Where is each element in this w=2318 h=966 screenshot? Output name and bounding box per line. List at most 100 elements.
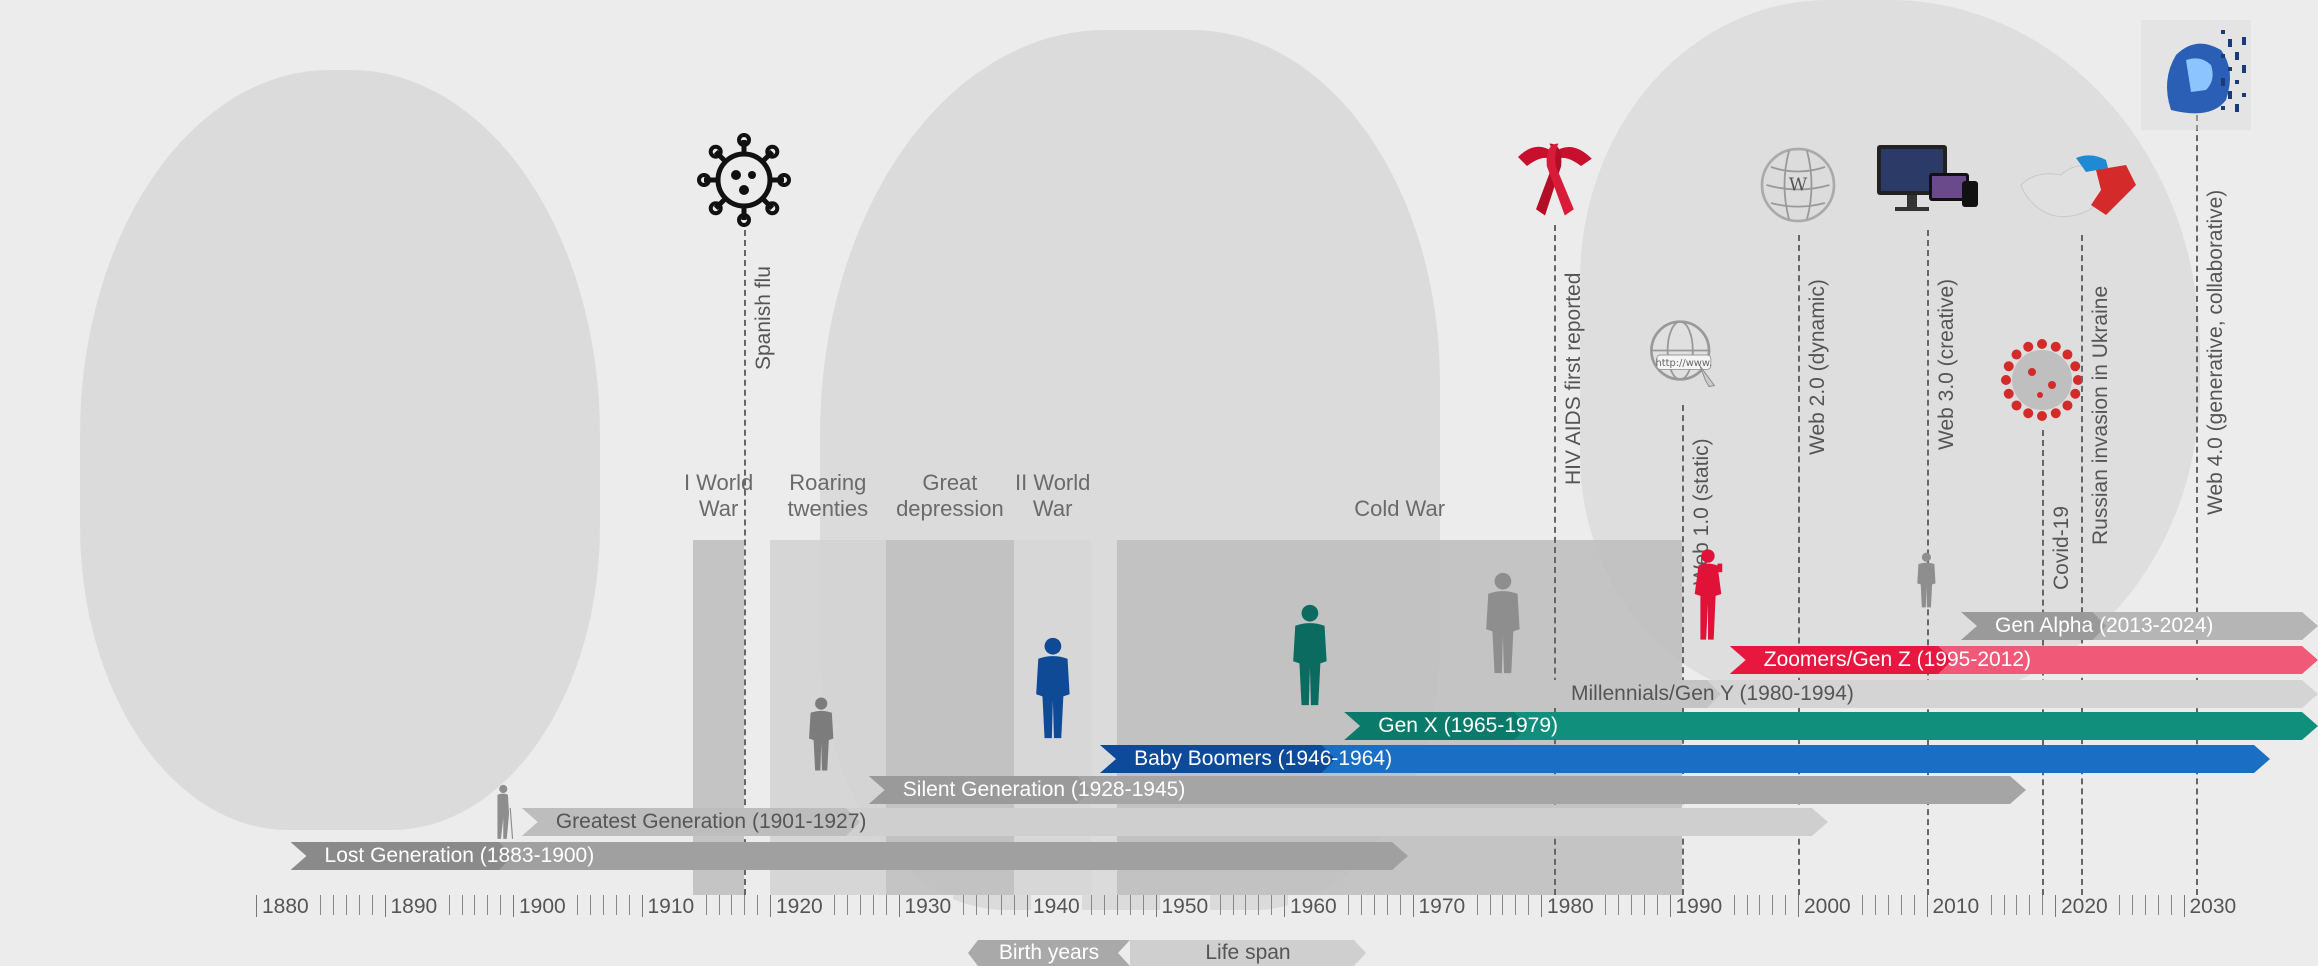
legend-birth-years: Birth years [968, 940, 1130, 966]
person-millennials [1482, 568, 1524, 678]
axis-minor-tick [1990, 895, 1992, 915]
axis-minor-tick [345, 895, 347, 915]
axis-major-tick [1155, 895, 1157, 917]
axis-label-1960: 1960 [1288, 895, 1339, 919]
coronavirus-icon [1997, 335, 2087, 425]
event-line-web-3 [1926, 230, 1929, 895]
axis-minor-tick [333, 895, 335, 915]
event-line-ukraine [2080, 235, 2083, 895]
axis-minor-tick [1489, 895, 1491, 915]
axis-minor-tick [988, 895, 990, 915]
person-boomers [1032, 633, 1074, 743]
period-label-line: I World [683, 470, 754, 495]
gen-bar-label-alpha: Gen Alpha (2013-2024) [1995, 614, 2214, 637]
axis-major-tick [1541, 895, 1542, 917]
event-line-web-2 [1798, 235, 1800, 895]
gen-bar-label-genx: Gen X (1965-1979) [1378, 714, 1559, 737]
axis-minor-tick [1476, 895, 1478, 915]
axis-label-1930: 1930 [902, 895, 954, 919]
axis-minor-tick [1219, 895, 1221, 915]
gen-bar-genx: Gen X (1965-1979) [1344, 712, 2318, 740]
event-line-web-4 [2196, 115, 2199, 895]
person-genx [1289, 600, 1331, 710]
axis-major-tick [2183, 895, 2185, 917]
period-label-line: War [1032, 496, 1073, 521]
axis-minor-tick [371, 895, 373, 915]
legend-birth-years-label: Birth years [998, 941, 1100, 964]
axis-minor-tick [1502, 895, 1504, 915]
event-label-web-3: Web 3.0 (creative) [1934, 278, 1958, 450]
person-lost [489, 782, 514, 840]
gen-bar-birth-lost [291, 842, 513, 870]
period-label-cold-war: Cold War [1320, 496, 1480, 522]
axis-minor-tick [320, 895, 322, 915]
axis-minor-tick [1618, 895, 1620, 915]
red-ribbon-icon [1509, 130, 1599, 220]
axis-label-1900: 1900 [517, 895, 568, 919]
axis-minor-tick [1104, 895, 1106, 915]
gen-bar-genz: Zoomers/Gen Z (1995-2012) [1730, 646, 2318, 674]
axis-minor-tick [757, 895, 759, 915]
axis-minor-tick [1862, 895, 1864, 915]
period-label-line: depression [896, 496, 1004, 521]
axis-minor-tick [2132, 895, 2134, 915]
axis-minor-tick [1348, 895, 1350, 915]
axis-minor-tick [1913, 895, 1915, 915]
axis-minor-tick [1515, 895, 1517, 915]
event-label-covid: Covid-19 [2050, 505, 2074, 590]
axis-minor-tick [1399, 895, 1401, 915]
period-label-line: Great [922, 470, 978, 495]
axis-minor-tick [2029, 895, 2031, 915]
gen-bar-label-greatest: Greatest Generation (1901-1927) [555, 810, 867, 833]
baby-silhouette [80, 70, 600, 830]
axis-major-tick [1284, 895, 1285, 917]
axis-minor-tick [1386, 895, 1388, 915]
axis-label-1890: 1890 [388, 895, 440, 919]
gen-bar-birth-millennials [1537, 680, 1721, 708]
gen-bar-label-lost: Lost Generation (1883-1900) [324, 844, 595, 867]
axis-minor-tick [474, 895, 476, 915]
axis-minor-tick [1759, 895, 1761, 915]
axis-minor-tick [1630, 895, 1632, 915]
gen-bar-alpha: Gen Alpha (2013-2024) [1961, 612, 2318, 640]
axis-major-tick [384, 895, 386, 917]
virus-outline-icon [697, 133, 792, 227]
axis-minor-tick [358, 895, 360, 915]
axis-minor-tick [1643, 895, 1645, 915]
axis-label-1880: 1880 [260, 895, 311, 919]
axis-minor-tick [1656, 895, 1658, 915]
axis-minor-tick [731, 895, 733, 915]
axis-minor-tick [885, 895, 887, 915]
legend-life-span-label: Life span [1205, 941, 1291, 964]
gen-bar-millennials: Millennials/Gen Y (1980-1994) [1537, 680, 2318, 708]
axis-minor-tick [1900, 895, 1902, 915]
axis-label-1920: 1920 [774, 895, 825, 919]
event-line-spanish-flu [744, 230, 747, 895]
axis-minor-tick [2119, 895, 2121, 915]
axis-minor-tick [2016, 895, 2018, 915]
axis-minor-tick [1091, 895, 1093, 915]
person-silent [806, 694, 836, 774]
axis-minor-tick [1361, 895, 1363, 915]
gen-bar-label-genz: Zoomers/Gen Z (1995-2012) [1763, 648, 2032, 671]
ai-head-icon [2141, 20, 2252, 130]
axis-minor-tick [602, 895, 604, 915]
gen-bar-birth-silent [869, 776, 1091, 804]
period-label-line: twenties [787, 496, 869, 521]
axis-minor-tick [1528, 895, 1530, 915]
axis-minor-tick [847, 895, 849, 915]
period-label-line: Roaring [789, 470, 867, 495]
axis-major-tick [256, 895, 257, 917]
axis-minor-tick [577, 895, 579, 915]
axis-label-1980: 1980 [1545, 895, 1596, 919]
axis-minor-tick [1232, 895, 1234, 915]
axis-minor-tick [2042, 895, 2044, 915]
axis-label-1940: 1940 [1031, 895, 1082, 919]
event-label-ukraine: Russian invasion in Ukraine [2088, 285, 2112, 545]
www-globe-icon: http://www. [1637, 310, 1727, 400]
axis-minor-tick [1746, 895, 1748, 915]
axis-minor-tick [859, 895, 861, 915]
